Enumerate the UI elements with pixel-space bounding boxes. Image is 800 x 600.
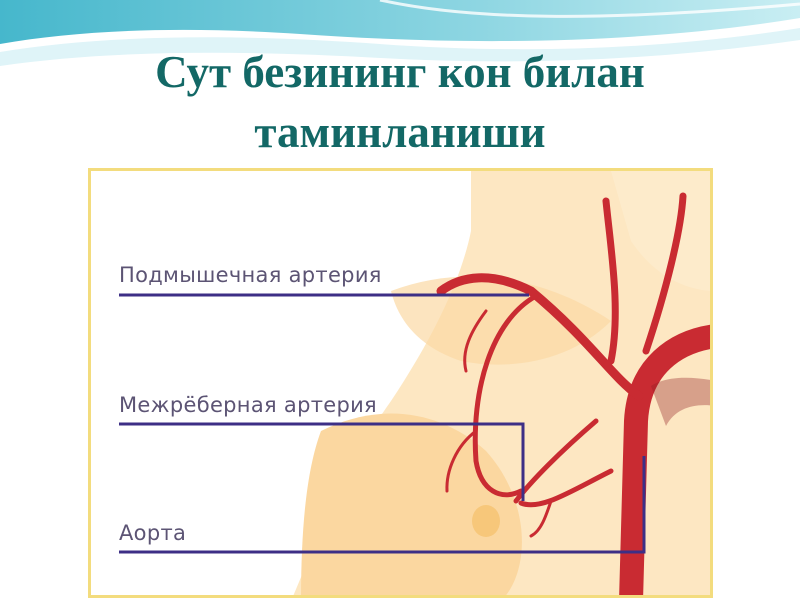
torso-silhouette (293, 171, 710, 595)
artery-network (436, 192, 710, 595)
slide-title-line-2: таминланиши (254, 107, 546, 157)
label-intercostal-artery: Межрёберная артерия (119, 393, 377, 417)
header-wave-decoration (0, 0, 800, 66)
breast-blood-supply-illustration: Подмышечная артерия Межрёберная артерия … (88, 168, 713, 598)
label-axillary-artery: Подмышечная артерия (119, 263, 382, 287)
label-aorta: Аорта (119, 521, 187, 545)
slide-title-line-1: Сут безининг кон билан (155, 47, 645, 97)
slide-title: Сут безининг кон билан таминланиши (0, 42, 800, 162)
anatomy-drawing (119, 171, 710, 595)
label-leader-lines (119, 293, 646, 554)
leader-line-intercostal-artery (119, 422, 525, 501)
leader-line-aorta (119, 456, 646, 554)
aorta-lumen-shadow (651, 377, 710, 426)
